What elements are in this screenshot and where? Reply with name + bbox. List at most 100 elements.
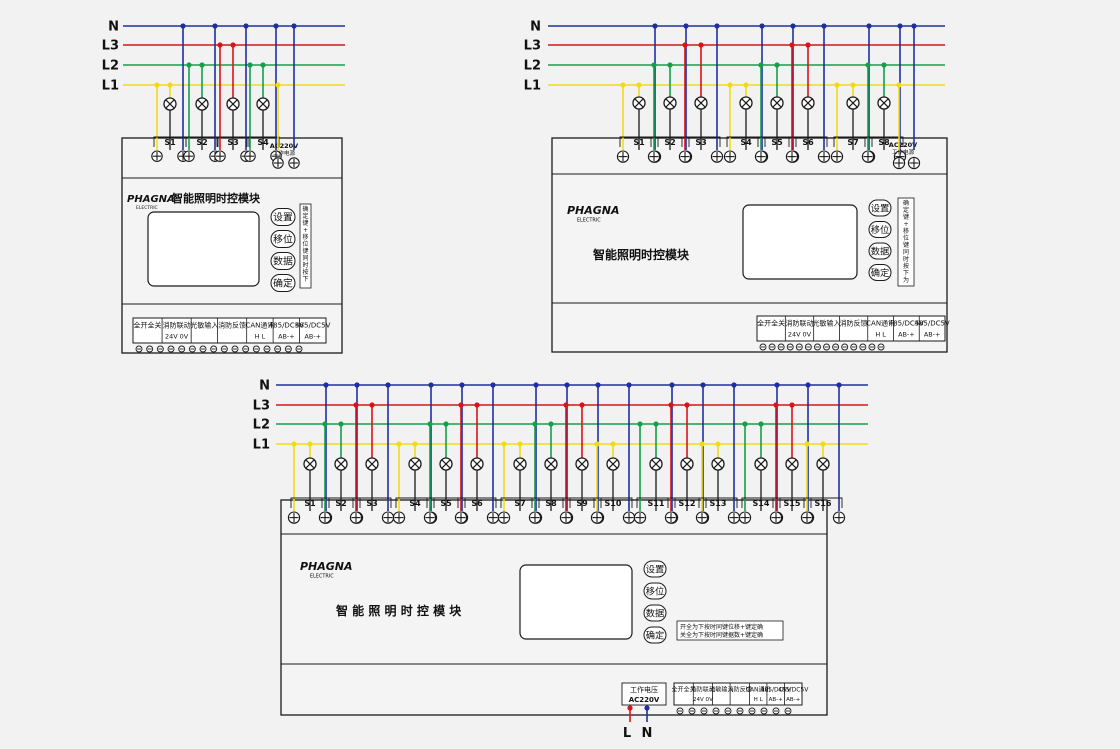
terminal-small bbox=[859, 343, 867, 351]
lamp-cross bbox=[772, 98, 782, 108]
terminal-screw bbox=[392, 511, 406, 524]
brand-logo: PHAGNA bbox=[127, 194, 175, 205]
channel-label-S7: S7 bbox=[847, 138, 858, 147]
junction-dot bbox=[458, 402, 464, 408]
strip-sublabel: AB-+ bbox=[769, 697, 784, 703]
lcd-display bbox=[519, 564, 633, 640]
terminal-screw bbox=[287, 511, 301, 524]
terminal-screw bbox=[832, 511, 846, 524]
terminal-screw bbox=[647, 150, 661, 163]
junction-dot bbox=[412, 441, 418, 447]
junction-dot bbox=[247, 62, 253, 68]
terminal-screw bbox=[497, 511, 511, 524]
junction-dot bbox=[291, 23, 297, 29]
junction-dot bbox=[896, 82, 902, 88]
terminal-small bbox=[814, 343, 821, 351]
terminal-small bbox=[768, 343, 776, 351]
channel-label-S1: S1 bbox=[304, 499, 316, 508]
panel-button-label: 移位 bbox=[646, 586, 665, 598]
channel-bracket bbox=[772, 497, 812, 508]
side-note-frame bbox=[299, 203, 312, 289]
terminal-small bbox=[295, 345, 303, 353]
terminal-small bbox=[784, 707, 792, 715]
bus-label-L1: L1 bbox=[524, 79, 541, 94]
strip-frame bbox=[132, 317, 327, 344]
junction-dot bbox=[307, 441, 313, 447]
channel-bracket bbox=[290, 497, 330, 508]
channel-bracket bbox=[650, 136, 690, 147]
panel-button-outline bbox=[868, 242, 892, 260]
junction-dot bbox=[683, 23, 689, 29]
lamp-cross bbox=[577, 459, 587, 469]
junction-dot bbox=[217, 42, 223, 48]
channel-bracket bbox=[457, 497, 497, 508]
lamp-cross bbox=[741, 98, 751, 108]
lamp-icon bbox=[680, 457, 694, 471]
panel-button-label: 设置 bbox=[646, 565, 665, 576]
side-note-col1-char: 定 bbox=[302, 212, 308, 220]
terminal-screw bbox=[151, 150, 163, 162]
channel-label-S3: S3 bbox=[366, 499, 377, 508]
strip-sublabel: AB-+ bbox=[305, 333, 322, 341]
channel-label-S6: S6 bbox=[471, 499, 483, 508]
terminal-small bbox=[868, 343, 876, 351]
junction-dot bbox=[594, 441, 600, 447]
panel-button-label: 设置 bbox=[273, 212, 293, 224]
terminal-screw bbox=[907, 156, 921, 170]
channel-bracket bbox=[667, 497, 707, 508]
junction-dot bbox=[636, 82, 642, 88]
junction-dot bbox=[459, 382, 465, 388]
lamp-cross bbox=[608, 459, 618, 469]
junction-dot bbox=[610, 441, 616, 447]
panel-button-outline bbox=[643, 582, 667, 600]
terminal-screw bbox=[769, 511, 783, 524]
side-note-col1-char: 同 bbox=[903, 249, 909, 256]
channel-label-S2: S2 bbox=[196, 138, 207, 147]
lamp-icon bbox=[877, 96, 891, 110]
panel-button-label: 数据 bbox=[646, 608, 665, 620]
junction-dot bbox=[428, 382, 434, 388]
junction-dot bbox=[396, 441, 402, 447]
lamp-icon bbox=[408, 457, 422, 471]
lamp-cross bbox=[818, 459, 828, 469]
channel-bracket bbox=[757, 136, 797, 147]
channel-label-S4: S4 bbox=[409, 499, 421, 508]
panel-button-outline bbox=[643, 604, 667, 622]
strip-label: 485/DC5V bbox=[914, 320, 949, 328]
junction-dot bbox=[199, 62, 205, 68]
panel-button-label: 确定 bbox=[273, 277, 293, 290]
side-note-col1-char: 按 bbox=[903, 262, 909, 270]
side-note-col1-char: 键 bbox=[903, 241, 909, 249]
terminal-small bbox=[167, 345, 175, 353]
terminal-small bbox=[210, 345, 218, 353]
strip-label: CAN通讯 bbox=[746, 685, 771, 693]
terminal-screw bbox=[892, 156, 906, 170]
junction-dot bbox=[805, 382, 811, 388]
junction-dot bbox=[790, 23, 796, 29]
lamp-cross bbox=[787, 459, 797, 469]
control-terminal-strip: 全开全关消防联动24V 0V光敏输入消防反馈CAN通讯H L485/DC5VAB… bbox=[756, 315, 950, 351]
side-note-col1-char: 下 bbox=[903, 270, 909, 277]
side-note-col1-char: 键 bbox=[302, 219, 308, 227]
panel-button-outline bbox=[643, 560, 667, 578]
channel-label-S9: S9 bbox=[576, 499, 588, 508]
lamp-cross bbox=[410, 459, 420, 469]
junction-dot bbox=[789, 42, 795, 48]
side-note-col1-char: 移 bbox=[903, 227, 909, 235]
terminal-small bbox=[178, 345, 186, 353]
panel-button-outline bbox=[868, 264, 892, 281]
brand-subtitle: ELECTRIC bbox=[577, 218, 601, 224]
strip-label: 消防反馈 bbox=[840, 319, 868, 328]
strip-sublabel: H L bbox=[754, 697, 764, 703]
bus-label-L3: L3 bbox=[524, 39, 541, 54]
channel-label-S4: S4 bbox=[257, 138, 269, 147]
side-note-col1-char: 位 bbox=[903, 234, 909, 242]
side-note-col1-char: 定 bbox=[903, 206, 909, 214]
junction-dot bbox=[595, 382, 601, 388]
strip-frame bbox=[673, 682, 803, 706]
junction-dot bbox=[501, 441, 507, 447]
